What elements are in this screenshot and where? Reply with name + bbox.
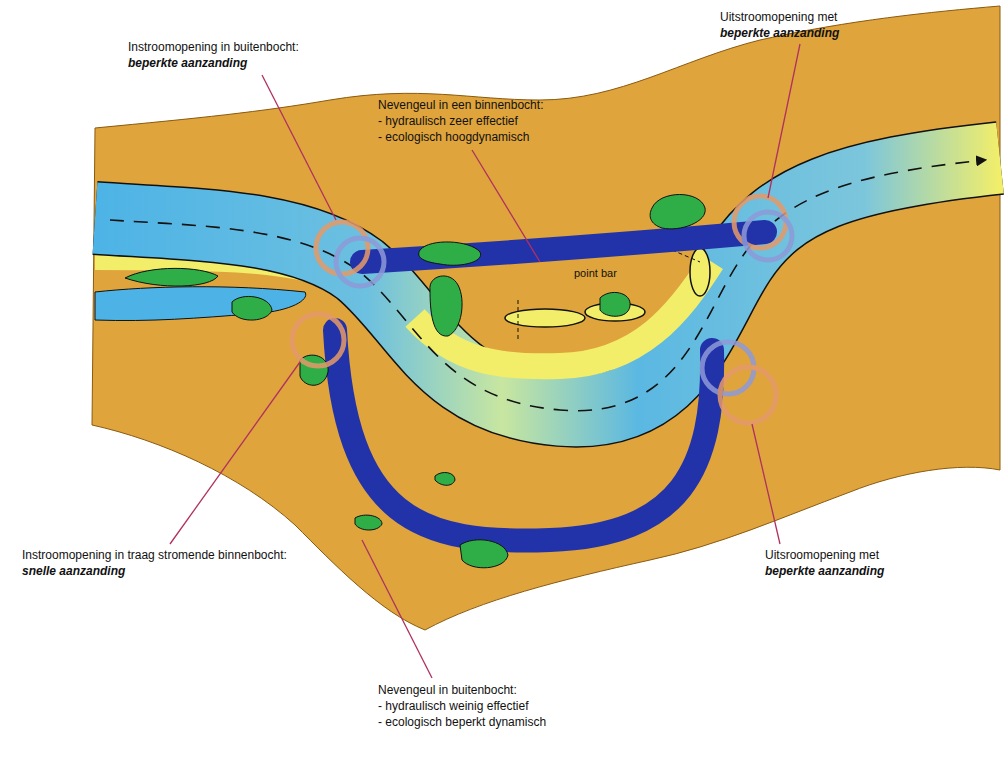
oxbow-lake: [95, 287, 306, 321]
callout-label: Instroomopening in traag stromende binne…: [22, 548, 287, 563]
flow-line: [110, 160, 985, 411]
main-river: [95, 158, 1000, 411]
leader-line: [170, 44, 800, 678]
callout-emphasis: beperkte aanzanding: [720, 26, 839, 41]
sand-dash: [518, 250, 700, 340]
floodplain-land: [92, 6, 1000, 630]
sand-bar: [690, 248, 710, 296]
river-bank: [95, 158, 1000, 411]
callout-emphasis: snelle aanzanding: [22, 564, 125, 579]
callout-label: Instroomopening in buitenbocht:: [128, 40, 299, 55]
callout-label: - ecologisch hoogdynamisch: [378, 130, 529, 145]
callout-label: - hydraulisch zeer effectief: [378, 114, 518, 129]
callout-label: Uitstroomopening met: [720, 10, 837, 25]
callout-emphasis: beperkte aanzanding: [765, 564, 884, 579]
sand-bar: [505, 309, 585, 327]
callout-label: Uitsroomopening met: [765, 548, 879, 563]
callout-label: - ecologisch beperkt dynamisch: [378, 715, 546, 730]
callout-label: Nevengeul in buitenbocht:: [378, 683, 517, 698]
callout-label: - hydraulisch weinig effectief: [378, 699, 529, 714]
callout-label: Nevengeul in een binnenbocht:: [378, 98, 543, 113]
point-bar: [415, 262, 712, 366]
callout-emphasis: beperkte aanzanding: [128, 56, 247, 71]
side-channel-outer-bend: [335, 330, 712, 541]
opening-ring: [292, 196, 792, 423]
callout-label: point bar: [574, 266, 617, 281]
vegetation: [125, 195, 705, 568]
